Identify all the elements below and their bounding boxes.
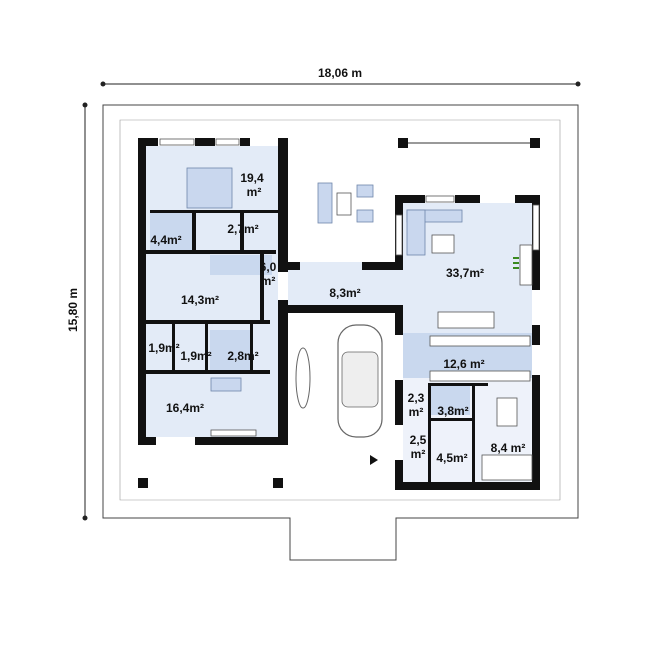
room-label-living: 33,7m² (446, 266, 484, 280)
room-label-bathroom-master: 4,4m² (150, 233, 181, 247)
room-label-bathroom-main: 3,8m² (437, 404, 468, 418)
dining-table (437, 311, 495, 329)
room-label-hallway: 8,3m² (329, 286, 360, 300)
entrance-arrow-icon (370, 455, 378, 465)
furniture (186, 167, 533, 481)
room-label-unit: m² (261, 274, 276, 288)
plant-icon (513, 257, 519, 269)
room-label-closet-a: 1,9m² (148, 341, 179, 355)
kitchen-counter (429, 370, 531, 382)
room-label-vestibule-a: 2,3 (408, 391, 425, 405)
room-labels: 19,4 m² 2,7m² 4,4m² 6,0 m² 14,3m² 8,3m² … (148, 171, 525, 465)
room-label-utility: 8,4 m² (491, 441, 526, 455)
height-label: 15,80 m (66, 288, 80, 332)
bed (186, 167, 233, 209)
room-label-bedroom-2: 16,4m² (166, 401, 204, 415)
room-label-unit: m² (409, 405, 424, 419)
room-label-unit: m² (247, 185, 262, 199)
bedroom-sofa (210, 377, 242, 392)
width-dimension: 18,06 m (100, 66, 581, 87)
washer (496, 397, 518, 427)
terrace-outline (119, 119, 561, 501)
room-label-wardrobe: 2,7m² (227, 222, 258, 236)
roof-outline (102, 104, 579, 561)
room-label-kitchen: 12,6 m² (443, 357, 484, 371)
coffee-table (431, 234, 455, 254)
room-label-wardrobe-entry: 4,5m² (436, 451, 467, 465)
room-label-bedroom-master: 19,4 (240, 171, 264, 185)
garden-sofa (317, 182, 333, 224)
room-label-hall-link: 6,0 (260, 260, 277, 274)
room-label-closet-b: 1,9m² (180, 349, 211, 363)
height-dimension: 15,80 m (66, 102, 88, 521)
width-label: 18,06 m (318, 66, 362, 80)
room-label-vestibule-b: 2,5 (410, 433, 427, 447)
windows (159, 138, 540, 437)
motorcycle-icon (295, 347, 311, 409)
room-label-hall-bedrooms: 14,3m² (181, 293, 219, 307)
room-label-unit: m² (411, 447, 426, 461)
kitchen-island (429, 335, 531, 347)
room-label-bathroom-small: 2,8m² (227, 349, 258, 363)
bookshelf (519, 244, 533, 286)
